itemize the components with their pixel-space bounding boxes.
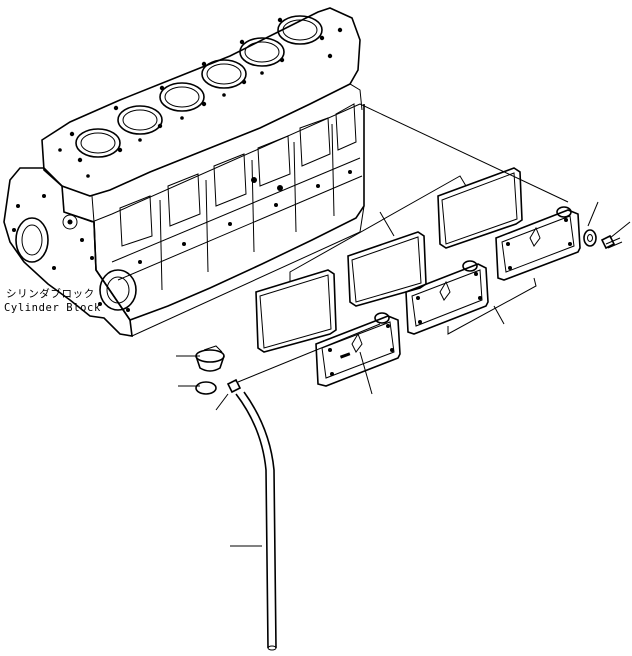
washer [583,229,597,247]
side-cover [315,206,581,387]
oil-level-gauge-tube [235,391,277,651]
cylinder-block-label-jp: シリンダブロック [6,288,95,300]
oil-filler-cap [195,345,225,372]
bolt [600,234,623,250]
leader-lines [176,103,631,547]
o-ring [195,381,217,395]
cylinder-block [3,7,365,337]
connector [226,378,242,394]
cylinder-block-label-en: Cylinder Block [4,302,101,314]
